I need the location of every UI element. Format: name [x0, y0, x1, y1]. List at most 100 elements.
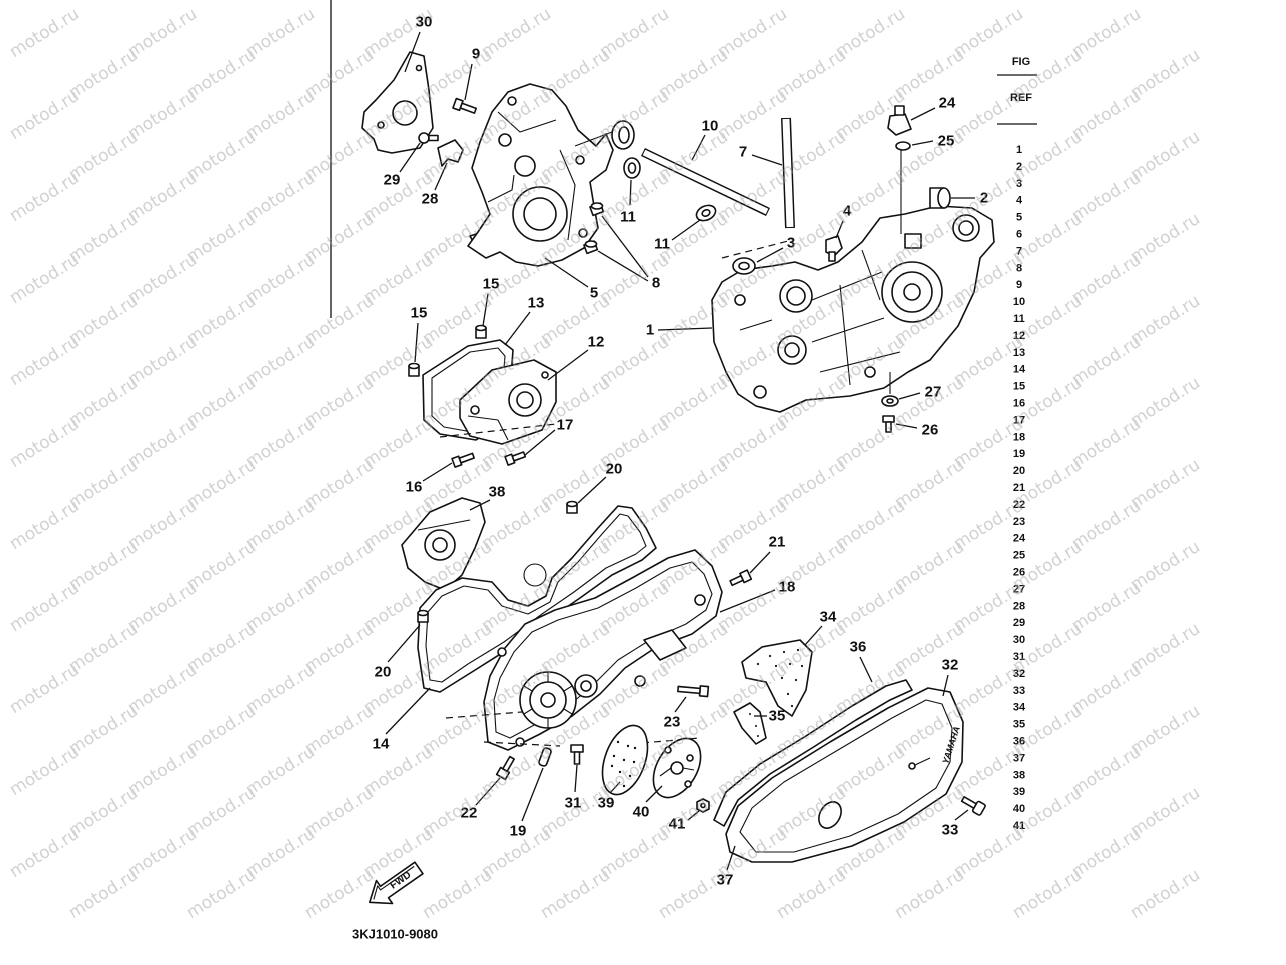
ref-number: 11 [1013, 313, 1025, 325]
leader-line [657, 327, 713, 331]
ref-number: 19 [1013, 448, 1025, 460]
ref-number: 18 [1013, 431, 1025, 443]
ref-number: 28 [1013, 600, 1025, 612]
watermark-text: motod.ru [6, 414, 83, 472]
watermark-text: motod.ru [301, 865, 378, 923]
ref-number: 32 [1013, 668, 1025, 680]
ref-number: 14 [1013, 364, 1026, 376]
watermark-text: motod.ru [1068, 496, 1145, 554]
ref-number: 16 [1013, 398, 1025, 410]
watermark-text: motod.ru [301, 537, 378, 595]
part-bolt-29 [418, 132, 439, 144]
watermark-text: motod.ru [1127, 455, 1204, 513]
watermark-text: motod.ru [6, 660, 83, 718]
fig-header: FIG [1012, 56, 1030, 68]
leader-line [895, 423, 918, 429]
leader-line [942, 674, 949, 697]
watermark-text: motod.ru [301, 209, 378, 267]
watermark-text: motod.ru [1127, 127, 1204, 185]
callout-label: 15 [483, 276, 500, 293]
watermark-text: motod.ru [124, 578, 201, 636]
callout-label: 7 [739, 144, 747, 161]
watermark-text: motod.ru [183, 783, 260, 841]
alignment-line [445, 711, 523, 719]
watermark-text: motod.ru [183, 127, 260, 185]
watermark-text: motod.ru [360, 250, 437, 308]
watermark-text: motod.ru [301, 619, 378, 677]
ref-number: 34 [1013, 702, 1026, 714]
watermark-text: motod.ru [301, 455, 378, 513]
callout-label: 11 [620, 209, 636, 226]
watermark-text: motod.ru [124, 414, 201, 472]
leader-line [597, 250, 649, 282]
callout-label: 15 [411, 305, 428, 322]
ref-number: 40 [1013, 803, 1025, 815]
ref-number: 31 [1013, 651, 1025, 663]
watermark-text: motod.ru [1127, 701, 1204, 759]
watermark-text: motod.ru [773, 865, 850, 923]
callout-label: 24 [939, 95, 956, 112]
callout-label: 31 [565, 795, 582, 812]
watermark-text: motod.ru [478, 496, 555, 554]
leader-line [547, 349, 589, 381]
watermark-text: motod.ru [124, 4, 201, 62]
leader-line [601, 215, 649, 278]
watermark-text: motod.ru [242, 4, 319, 62]
part-dowel-20 [417, 500, 578, 623]
part-bracket-38 [401, 497, 486, 591]
part-bracket-28 [437, 139, 464, 167]
watermark-text: motod.ru [1009, 127, 1086, 185]
leader-line [504, 311, 531, 346]
leader-line [464, 63, 473, 101]
watermark-text: motod.ru [124, 742, 201, 800]
leader-line [954, 809, 969, 821]
callout-label: 29 [384, 172, 401, 189]
watermark-text: motod.ru [65, 127, 142, 185]
watermark-text: motod.ru [1009, 865, 1086, 923]
watermark-text: motod.ru [301, 373, 378, 431]
part-bolt-9 [452, 97, 477, 114]
watermark-text: motod.ru [773, 45, 850, 103]
ref-number: 24 [1013, 533, 1026, 545]
callout-label: 3 [787, 235, 795, 252]
part-pad-34 [741, 639, 813, 717]
watermark-text: motod.ru [65, 455, 142, 513]
watermark-text: motod.ru [832, 4, 909, 62]
callout-label: 17 [557, 417, 574, 434]
part-code: 3KJ1010-9080 [352, 927, 438, 942]
watermark-text: motod.ru [1068, 4, 1145, 62]
part-washer-27 [881, 372, 899, 407]
watermark-text: motod.ru [360, 742, 437, 800]
callout-label: 25 [938, 133, 955, 150]
leader-line [387, 624, 421, 663]
watermark-text: motod.ru [242, 660, 319, 718]
watermark-text: motod.ru [183, 373, 260, 431]
ref-number: 5 [1016, 212, 1022, 224]
watermark-text: motod.ru [6, 742, 83, 800]
ref-number: 4 [1016, 195, 1023, 207]
callout-label: 41 [669, 816, 686, 833]
watermark-text: motod.ru [183, 619, 260, 677]
watermark-text: motod.ru [6, 86, 83, 144]
alignment-line [721, 239, 793, 259]
watermark-text: motod.ru [1068, 824, 1145, 882]
leader-line [719, 589, 776, 613]
watermark-text: motod.ru [301, 45, 378, 103]
callout-label: 22 [461, 805, 478, 822]
watermark-text: motod.ru [183, 865, 260, 923]
part-crankcase-right [711, 205, 995, 413]
leader-line [859, 656, 873, 683]
watermark-text: motod.ru [124, 824, 201, 882]
part-bushing-2 [929, 187, 951, 209]
watermark-text: motod.ru [301, 127, 378, 185]
callout-label: 1 [646, 322, 654, 339]
leader-line [469, 499, 491, 511]
part-washer-11 [623, 157, 717, 222]
watermark-text: motod.ru [891, 537, 968, 595]
watermark-text: motod.ru [655, 455, 732, 513]
part-bolt-33 [960, 796, 986, 816]
watermark-text: motod.ru [242, 86, 319, 144]
watermark-text: motod.ru [1127, 537, 1204, 595]
part-nut-41 [696, 798, 710, 813]
